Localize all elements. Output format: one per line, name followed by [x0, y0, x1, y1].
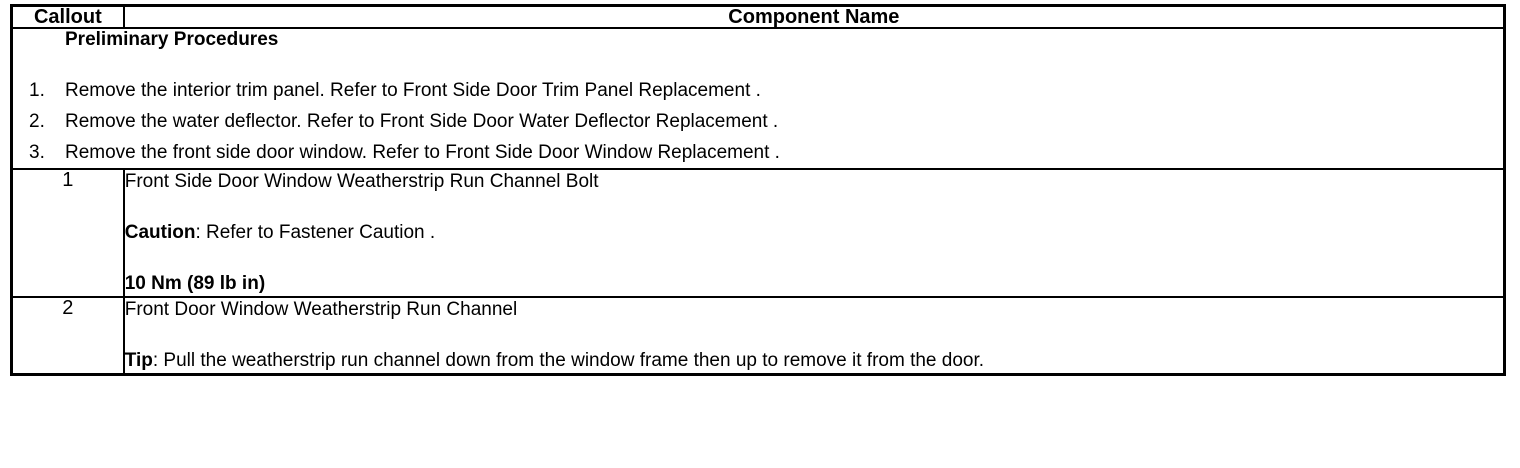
tip-label: Tip	[124, 350, 153, 371]
torque-specification: 10 Nm (89 lb in)	[124, 273, 266, 294]
preliminary-procedures-title: Preliminary Procedures	[65, 29, 279, 50]
list-item-text: Remove the front side door window. Refer…	[65, 142, 780, 163]
list-item-text: Remove the interior trim panel. Refer to…	[65, 80, 761, 101]
component-description-cell: Front Door Window Weatherstrip Run Chann…	[122, 296, 1506, 376]
component-name-text: Front Door Window Weatherstrip Run Chann…	[124, 299, 518, 320]
tip-text: : Pull the weatherstrip run channel down…	[152, 350, 985, 371]
table-row: 1 Front Side Door Window Weatherstrip Ru…	[10, 168, 1506, 298]
caution-note: Caution: Refer to Fastener Caution .	[125, 221, 1503, 245]
list-item-number: 3.	[29, 142, 45, 163]
tip-note: Tip: Pull the weatherstrip run channel d…	[125, 349, 1503, 373]
callout-number: 2	[10, 296, 125, 376]
preliminary-procedures-cell: Preliminary Procedures 1. Remove the int…	[10, 27, 1506, 170]
caution-text: : Refer to Fastener Caution .	[195, 222, 436, 243]
list-item: 1. Remove the interior trim panel. Refer…	[13, 75, 1503, 106]
column-header-component-name: Component Name	[122, 4, 1506, 29]
list-item: 3. Remove the front side door window. Re…	[13, 137, 1503, 168]
list-item-text: Remove the water deflector. Refer to Fro…	[65, 111, 779, 132]
component-description-cell: Front Side Door Window Weatherstrip Run …	[122, 168, 1506, 298]
table-header-row: Callout Component Name	[10, 4, 1506, 29]
column-header-callout: Callout	[10, 4, 125, 29]
component-name-text: Front Side Door Window Weatherstrip Run …	[124, 171, 599, 192]
caution-label: Caution	[124, 222, 196, 243]
list-item-number: 1.	[29, 80, 45, 101]
table-row: 2 Front Door Window Weatherstrip Run Cha…	[10, 296, 1506, 376]
preliminary-procedures-row: Preliminary Procedures 1. Remove the int…	[10, 27, 1506, 170]
callout-number: 1	[10, 168, 125, 298]
component-callout-table: Callout Component Name Preliminary Proce…	[10, 4, 1506, 376]
preliminary-procedures-list: 1. Remove the interior trim panel. Refer…	[13, 75, 1503, 168]
list-item-number: 2.	[29, 111, 45, 132]
list-item: 2. Remove the water deflector. Refer to …	[13, 106, 1503, 137]
